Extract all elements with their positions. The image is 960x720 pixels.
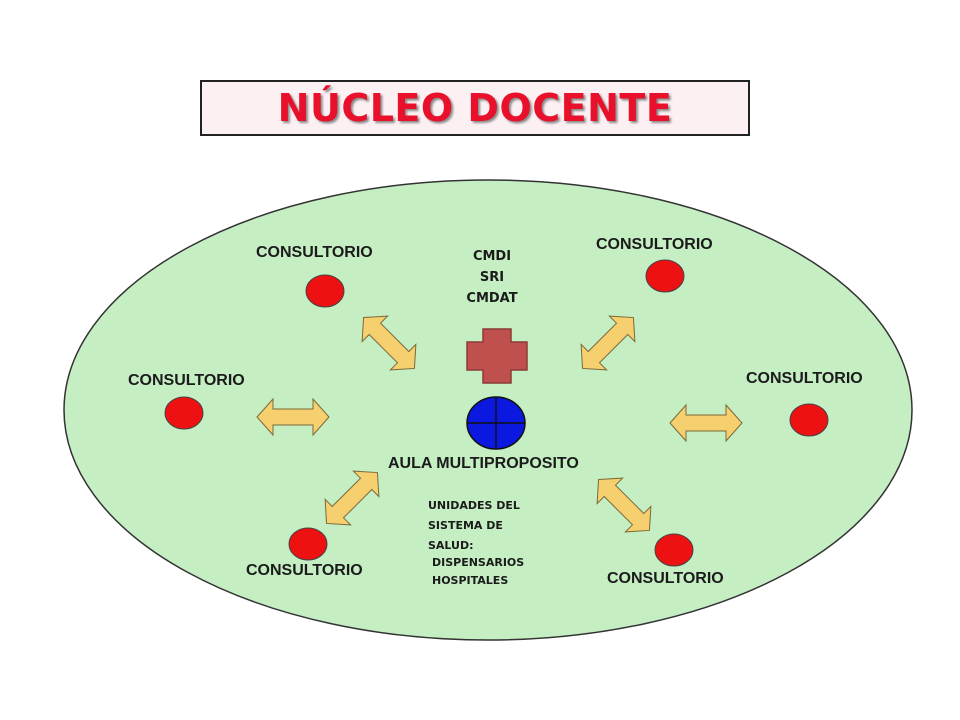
label-consultorio-bottom-left: CONSULTORIO [246,562,363,579]
units-item-hospitales: HOSPITALES [432,574,509,587]
globe-icon [466,396,526,450]
label-consultorio-mid-right: CONSULTORIO [746,370,863,387]
center-items: CMDI SRI CMDAT [452,246,532,309]
aula-multiproposito-label: AULA MULTIPROPOSITO [388,455,579,472]
center-item-sri: SRI [479,270,505,285]
double-arrow-top-left [361,315,417,371]
medical-cross-icon [466,328,528,384]
units-heading-line-2: SISTEMA DE [428,519,503,532]
label-consultorio-bottom-right: CONSULTORIO [607,570,724,587]
title-box: NÚCLEO DOCENTE [200,80,750,136]
units-item-dispensarios: DISPENSARIOS [432,556,525,569]
center-item-cmdat: CMDAT [466,291,518,306]
units-heading-line-1: UNIDADES DEL [428,499,520,512]
node-bottom-right [654,533,694,567]
units-heading-line-3: SALUD: [428,539,474,552]
double-arrow-mid-left [256,397,330,437]
node-bottom-left [288,527,328,561]
node-top-left [305,274,345,308]
center-item-cmdi: CMDI [472,249,512,264]
double-arrow-top-right [580,315,636,371]
label-consultorio-top-left: CONSULTORIO [256,244,373,261]
units-heading: UNIDADES DEL SISTEMA DE SALUD: [428,496,520,556]
node-mid-left [164,396,204,430]
diagram-title: NÚCLEO DOCENTE [277,86,673,130]
node-top-right [645,259,685,293]
label-consultorio-top-right: CONSULTORIO [596,236,713,253]
label-consultorio-mid-left: CONSULTORIO [128,372,245,389]
node-mid-right [789,403,829,437]
double-arrow-mid-right [669,403,743,443]
units-sub-items: DISPENSARIOS HOSPITALES [432,554,524,590]
double-arrow-bottom-right [596,477,652,533]
double-arrow-bottom-left [324,470,380,526]
